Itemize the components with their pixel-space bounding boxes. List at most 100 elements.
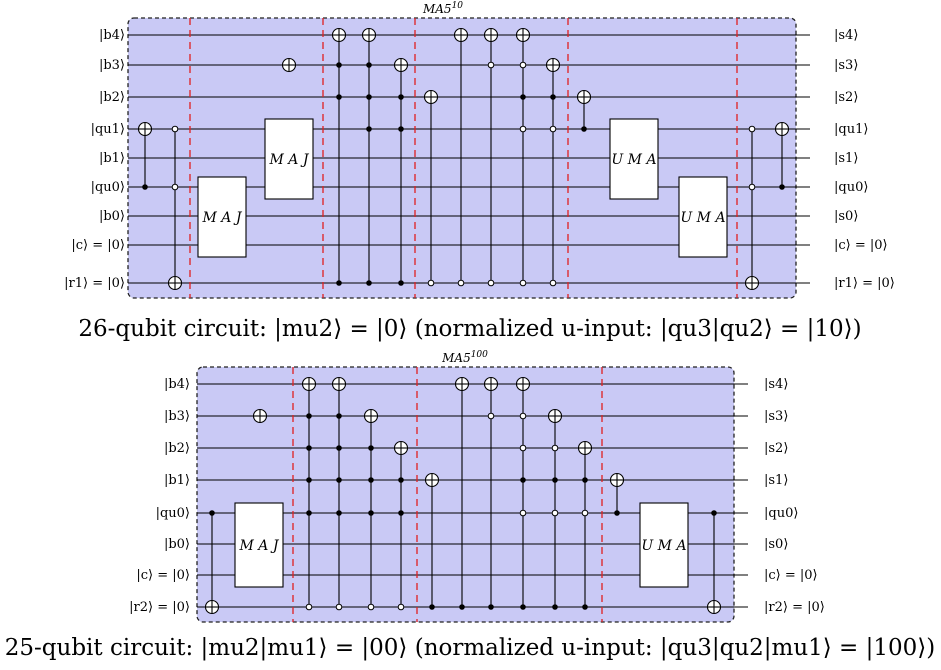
control-dot (398, 126, 404, 132)
anti-control-dot (171, 125, 179, 133)
target-oplus (609, 472, 625, 488)
target-oplus (744, 275, 760, 291)
cnot-gate (545, 57, 561, 287)
svg-text:M A J: M A J (239, 538, 280, 554)
anti-control-dot (551, 444, 559, 452)
anti-control-dot (519, 125, 527, 133)
cnot-gate (393, 57, 409, 286)
control-dot (336, 477, 342, 483)
control-dot (520, 477, 526, 483)
control-dot (488, 604, 494, 610)
anti-control-dot (519, 61, 527, 69)
output-label: |c⟩ = |0⟩ (834, 238, 888, 253)
anti-control-dot (549, 125, 557, 133)
target-oplus (423, 89, 439, 105)
target-oplus (393, 57, 409, 73)
output-label: |r2⟩ = |0⟩ (764, 600, 825, 615)
output-label: |s0⟩ (834, 209, 858, 224)
anti-control-dot (519, 412, 527, 420)
target-oplus (453, 27, 469, 43)
cnot-gate (576, 89, 592, 132)
anti-control-dot (549, 279, 557, 287)
anti-control-dot (487, 61, 495, 69)
output-label: |qu0⟩ (764, 506, 798, 521)
control-dot (398, 94, 404, 100)
anti-control-dot (427, 279, 435, 287)
output-label: |s1⟩ (834, 151, 858, 166)
circuit-2-title: MA5100 (441, 350, 488, 365)
cnot-gate (204, 510, 220, 615)
target-oplus (204, 599, 220, 615)
control-dot (779, 184, 785, 190)
cnot-gate (424, 472, 440, 610)
circuit-1-separators (189, 18, 738, 298)
input-label: |b1⟩ (164, 473, 190, 488)
cnot-gate (331, 376, 347, 611)
control-dot (550, 94, 556, 100)
target-oplus (483, 27, 499, 43)
input-label: |b3⟩ (99, 58, 125, 73)
cnot-gate (547, 408, 563, 610)
cnot-gate (301, 376, 317, 611)
cnot-gate (423, 89, 439, 287)
cnot-gate (167, 125, 183, 291)
uma-gate: U M A (609, 118, 659, 200)
anti-control-dot (305, 603, 313, 611)
control-dot (336, 445, 342, 451)
svg-text:U M A: U M A (641, 538, 686, 554)
control-dot (366, 62, 372, 68)
control-dot (368, 445, 374, 451)
output-label: |qu1⟩ (834, 122, 868, 137)
output-label: |s1⟩ (764, 473, 788, 488)
cnot-gate (331, 27, 347, 286)
cnot-gate (252, 408, 268, 424)
anti-control-dot (748, 125, 756, 133)
circuit-1-caption: 26-qubit circuit: |mu2⟩ = |0⟩ (normalize… (78, 316, 861, 342)
target-oplus (137, 121, 153, 137)
control-dot (336, 94, 342, 100)
control-dot (552, 604, 558, 610)
cnot-gate (393, 440, 409, 611)
control-dot (459, 604, 465, 610)
control-dot (520, 94, 526, 100)
maj-gate: M A J (197, 176, 247, 258)
cnot-gate (515, 27, 531, 287)
cnot-gate (137, 121, 153, 190)
svg-text:M A J: M A J (202, 210, 243, 226)
output-label: |s2⟩ (834, 90, 858, 105)
target-oplus (281, 57, 297, 73)
control-dot (368, 477, 374, 483)
input-label: |qu1⟩ (91, 122, 125, 137)
input-label: |b0⟩ (164, 537, 190, 552)
control-dot (336, 413, 342, 419)
target-oplus (393, 440, 409, 456)
control-dot (336, 280, 342, 286)
anti-control-dot (367, 603, 375, 611)
input-label: |b2⟩ (99, 90, 125, 105)
output-label: |r1⟩ = |0⟩ (834, 276, 895, 291)
input-label: |qu0⟩ (91, 180, 125, 195)
anti-control-dot (171, 183, 179, 191)
control-dot (614, 510, 620, 516)
cnot-gate (281, 57, 297, 73)
target-oplus (515, 27, 531, 43)
cnot-gate (483, 376, 499, 610)
control-dot (366, 126, 372, 132)
input-label: |b4⟩ (99, 28, 125, 43)
control-dot (368, 510, 374, 516)
uma-gate: U M A (678, 176, 728, 258)
target-oplus (331, 376, 347, 392)
output-label: |qu0⟩ (834, 180, 868, 195)
control-dot (398, 510, 404, 516)
target-oplus (545, 57, 561, 73)
output-label: |c⟩ = |0⟩ (764, 568, 818, 583)
input-label: |r1⟩ = |0⟩ (64, 276, 125, 291)
control-dot (398, 280, 404, 286)
control-dot (209, 510, 215, 516)
anti-control-dot (519, 444, 527, 452)
anti-control-dot (519, 509, 527, 517)
control-dot (306, 477, 312, 483)
input-label: |b3⟩ (164, 409, 190, 424)
